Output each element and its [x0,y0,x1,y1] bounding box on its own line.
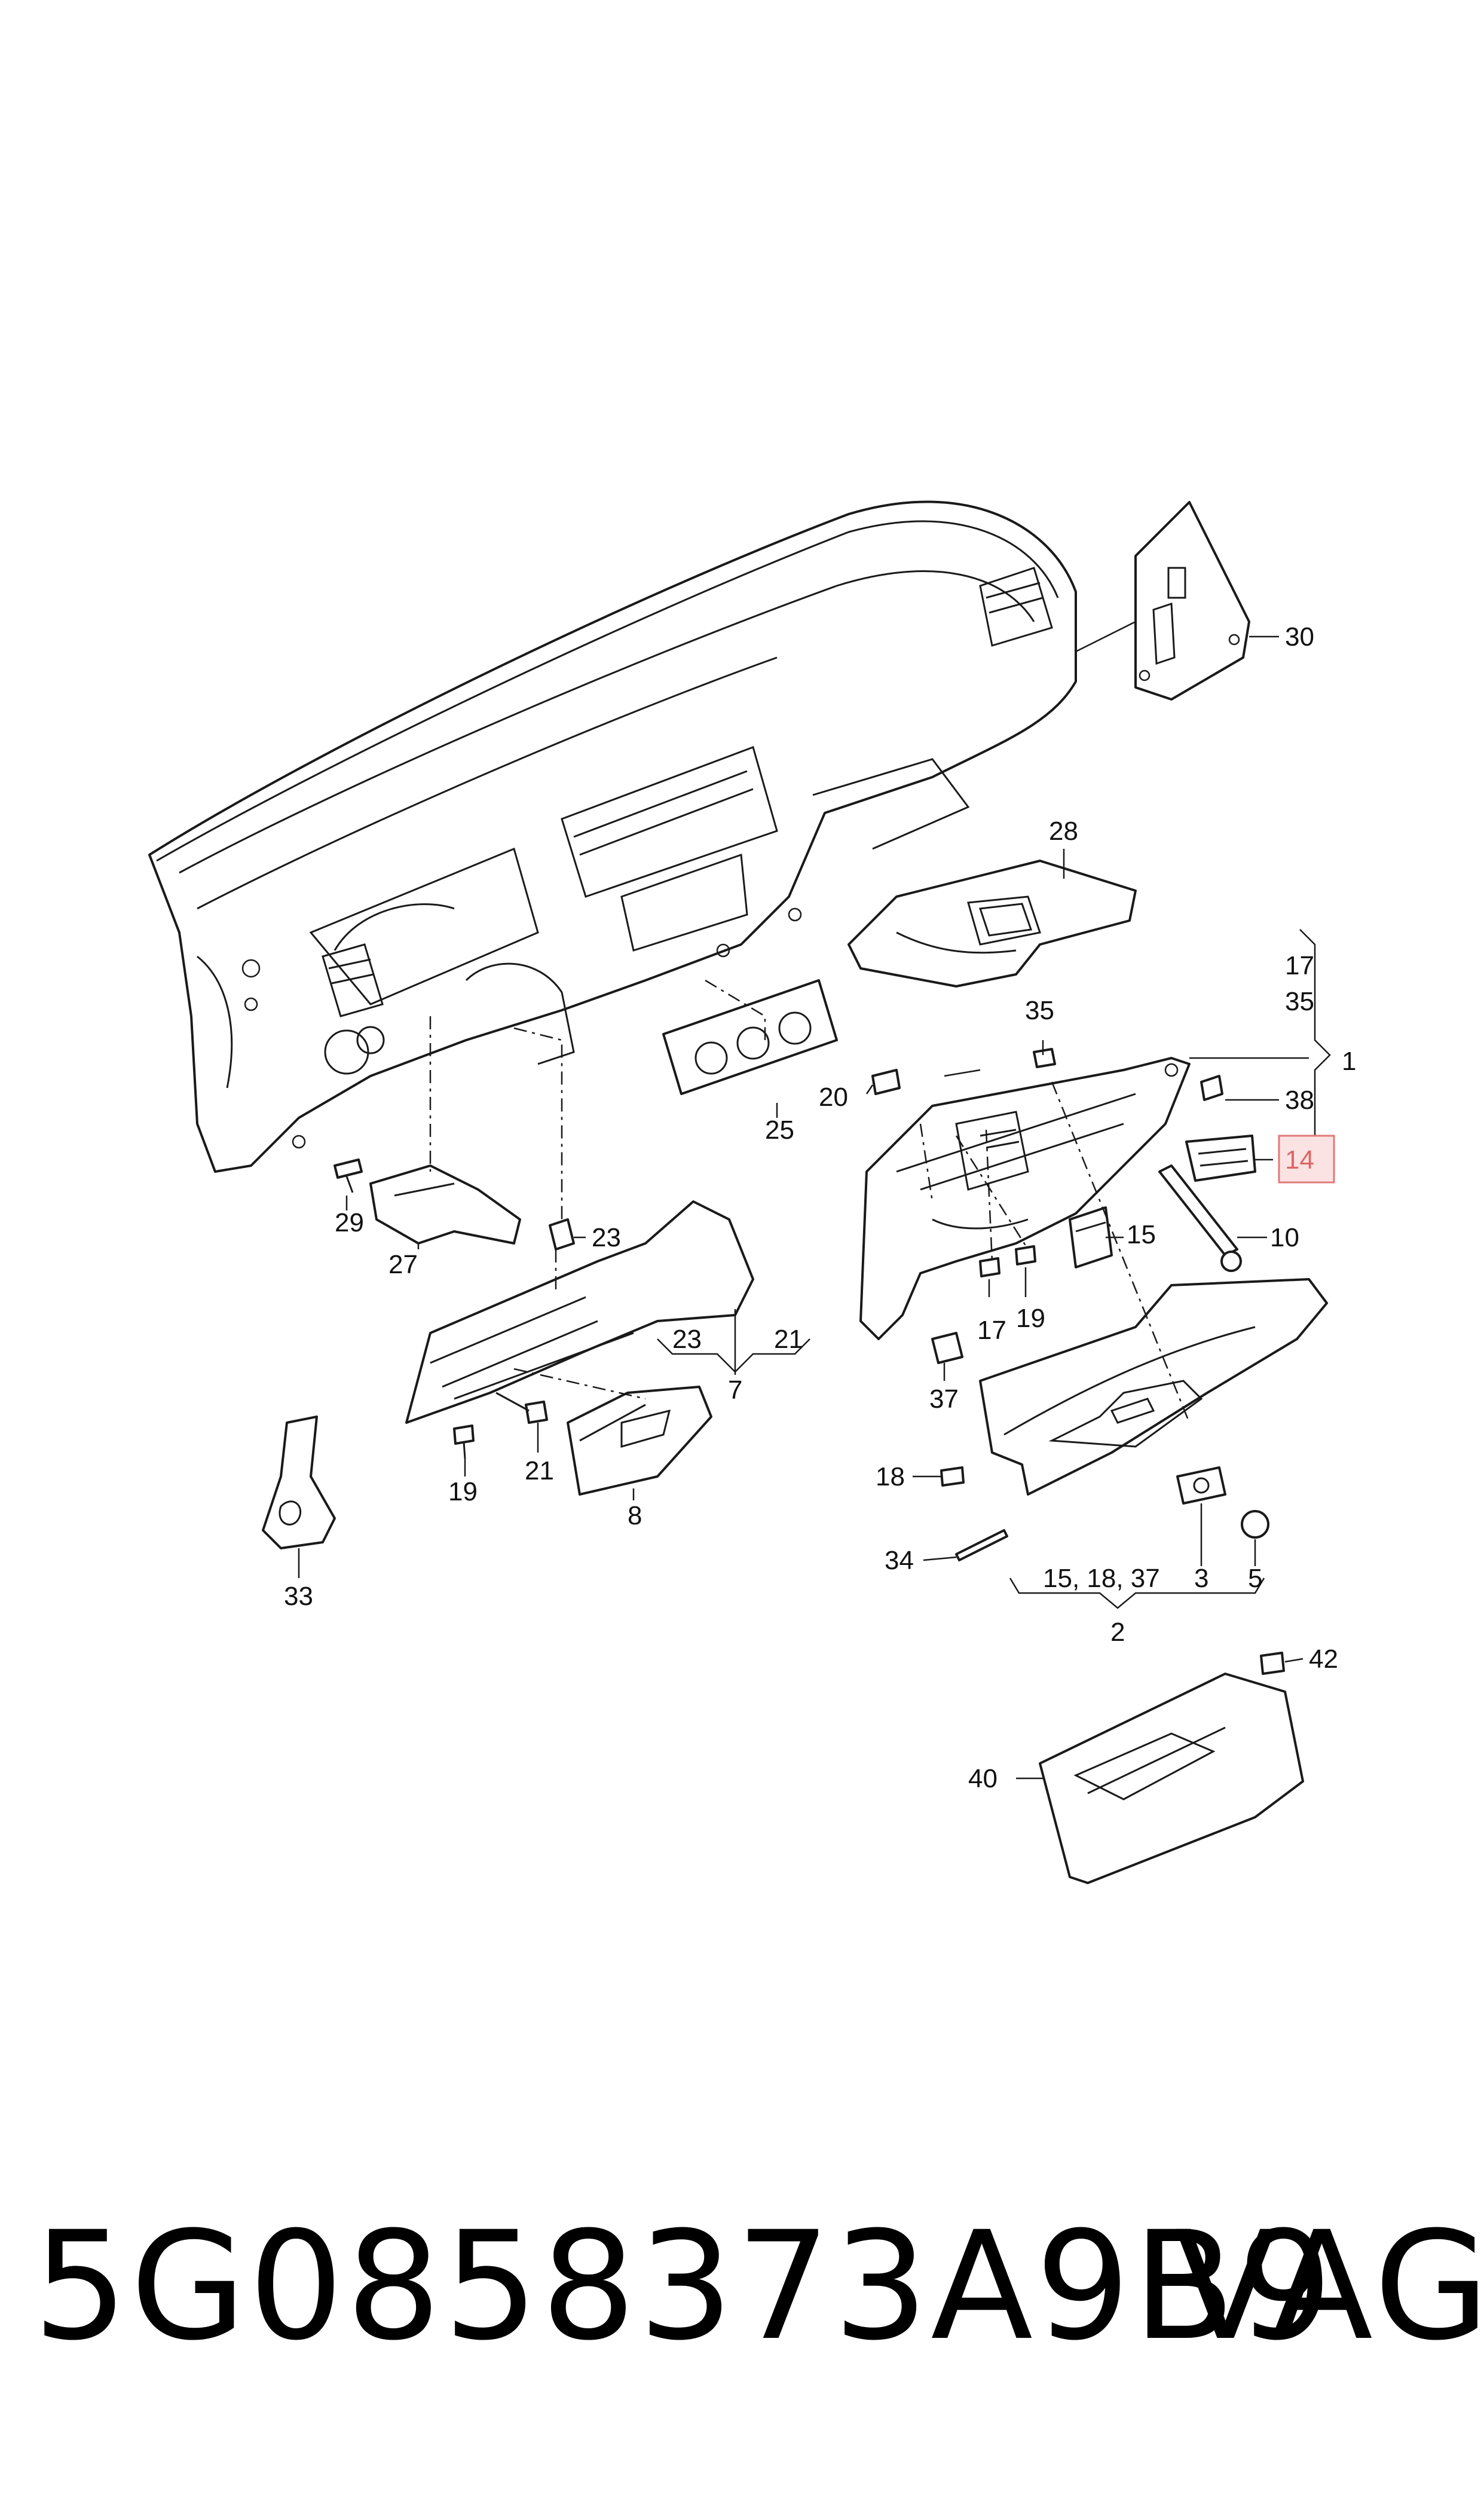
part-29-screw [333,1158,363,1193]
label-21-left: 21 [525,1456,554,1485]
label-35-right: 35 [1285,987,1314,1016]
label-10: 10 [1270,1223,1299,1252]
part-14-switch [1185,1135,1256,1182]
label-28: 28 [1049,817,1078,846]
label-17-right: 17 [1285,951,1314,980]
label-34: 34 [885,1546,914,1575]
label-7: 7 [728,1375,742,1405]
label-23-left: 23 [672,1325,702,1354]
label-20: 20 [819,1083,848,1112]
label-5: 5 [1248,1564,1262,1593]
label-15-18-37: 15, 18, 37 [1043,1564,1160,1593]
part-30-side-cover [1134,501,1250,701]
part-42-screw [1260,1652,1285,1675]
callout-labels: 30 28 17 35 35 1 20 38 14 25 10 15 29 23… [284,622,1356,1793]
part-5-knob [1241,1510,1269,1539]
part-3-lock [1176,1466,1226,1505]
part-number: 5G0858373A9B9 [33,2199,1335,2373]
part-38-clip [1200,1075,1223,1101]
label-27: 27 [388,1250,418,1279]
part-19-screw-right [1015,1245,1036,1265]
label-3: 3 [1194,1564,1208,1593]
part-15-bracket [1069,1206,1113,1268]
part-34-pin [955,1529,1008,1561]
part-21-screw [495,1392,548,1424]
part-25-climate-panel [662,979,838,1095]
part-40-tray [1039,1673,1304,1884]
part-7-lower-trim [405,1200,754,1424]
part-23-clip [549,1218,575,1251]
part-1-glove-box-housing [859,1057,1191,1340]
label-15: 15 [1127,1220,1156,1249]
label-23-right: 23 [592,1223,621,1252]
part-35-nut [1033,1048,1056,1068]
part-20-clip [871,1069,901,1095]
part-2-glove-box-lid [979,1278,1328,1496]
label-18: 18 [876,1462,905,1491]
label-2: 2 [1110,1618,1125,1647]
label-30: 30 [1285,622,1314,652]
dashboard-illustration [148,500,1077,1173]
part-19-screw-left [453,1424,475,1459]
label-19-left: 19 [448,1477,478,1506]
label-29: 29 [335,1208,364,1237]
label-40: 40 [968,1764,998,1793]
label-42: 42 [1309,1644,1338,1674]
part-8-storage-box [567,1386,712,1496]
label-19-right: 19 [1016,1304,1045,1333]
label-21-top: 21 [774,1325,803,1354]
part-33-boot [262,1416,336,1549]
part-27-bracket [369,1164,521,1245]
label-38: 38 [1285,1086,1314,1115]
label-25: 25 [765,1115,794,1145]
label-35: 35 [1025,996,1054,1025]
part-18-screw [940,1466,965,1487]
part-14-highlight [1278,1135,1335,1184]
label-17: 17 [977,1316,1006,1345]
assembly-lines [429,979,1191,1423]
part-37-plug [931,1332,963,1364]
part-17-screw [979,1257,1000,1277]
part-28-trim-panel [847,860,1137,988]
label-1: 1 [1342,1047,1356,1076]
label-33: 33 [284,1582,313,1611]
label-37: 37 [929,1384,959,1414]
part-10-strut [1158,1164,1242,1272]
parts-diagram: 30 28 17 35 35 1 20 38 14 25 10 15 29 23… [148,500,1356,1884]
label-8: 8 [628,1501,642,1530]
label-14: 14 [1285,1145,1314,1175]
brand-name: VAG [1174,2199,1484,2373]
